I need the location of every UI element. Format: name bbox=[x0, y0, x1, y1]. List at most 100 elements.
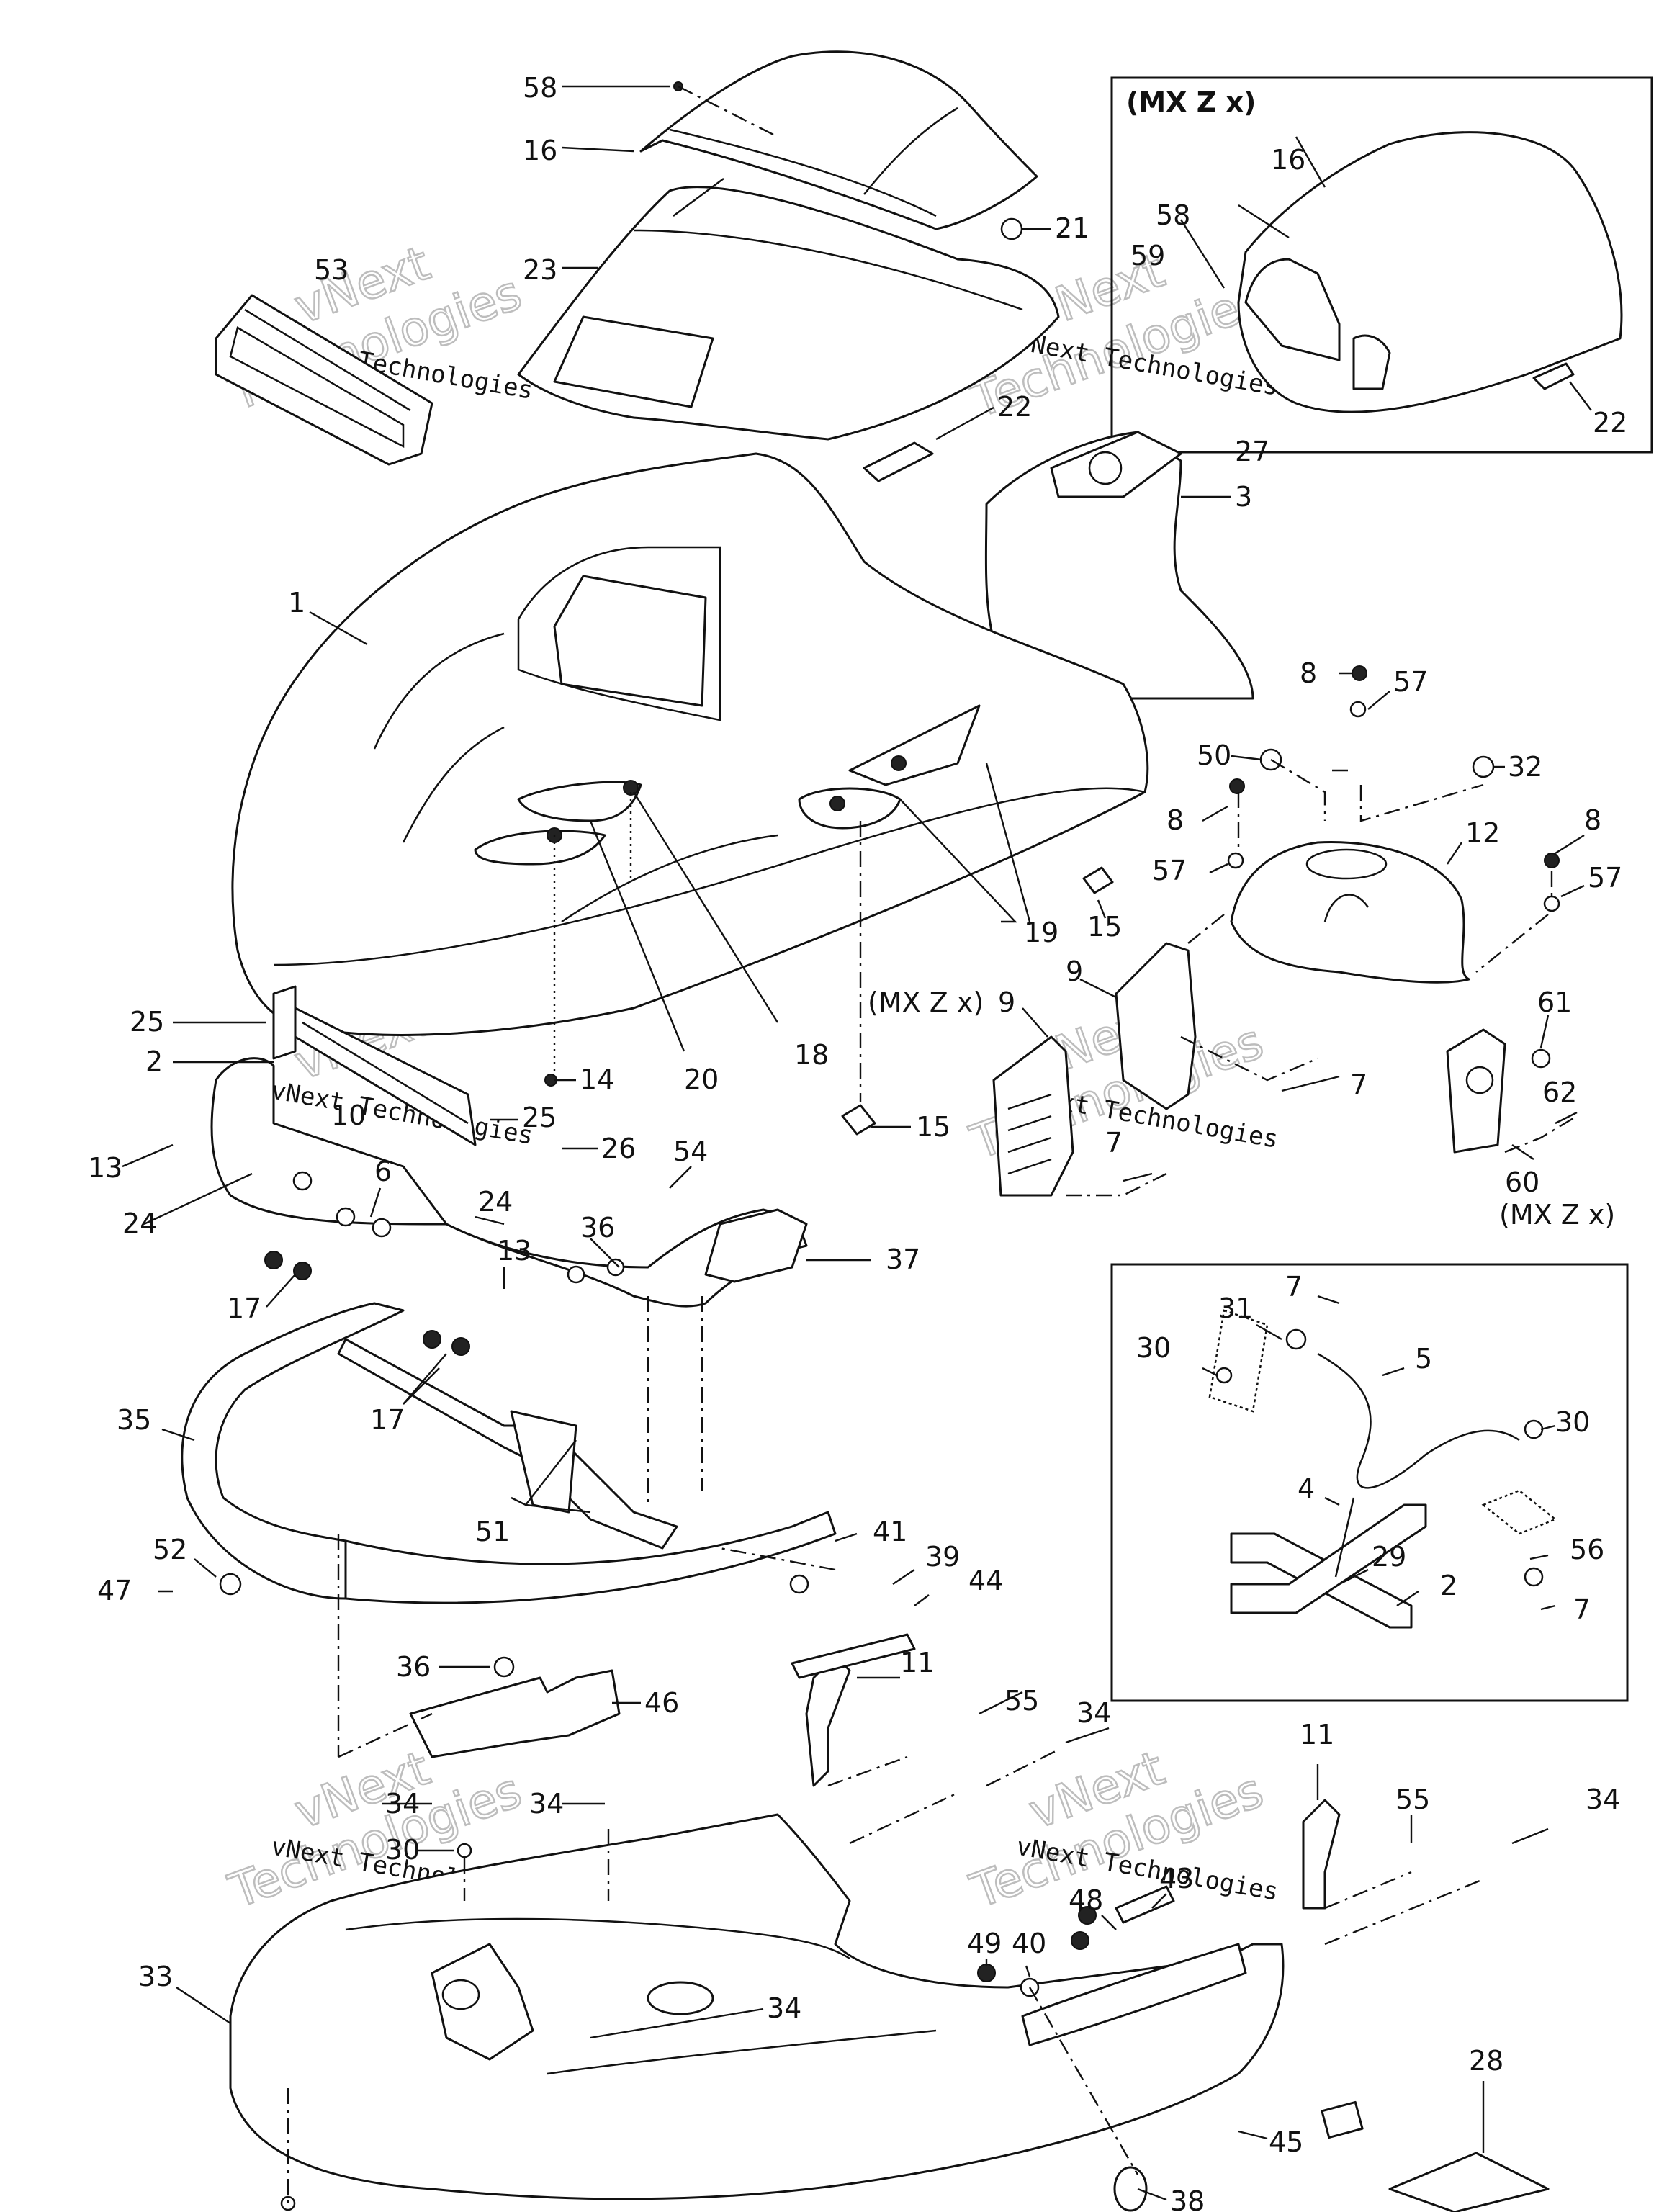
part-16-seat-cover bbox=[639, 50, 1038, 230]
part-21-grommet bbox=[1000, 217, 1023, 240]
part-4-spring bbox=[1334, 1497, 1355, 1578]
part-22-clip-inset bbox=[1532, 362, 1575, 390]
callout-56: 56 bbox=[1570, 1534, 1604, 1565]
callout-7: 7 bbox=[1105, 1127, 1123, 1159]
part-28-manual bbox=[1388, 2152, 1550, 2212]
callout-24: 24 bbox=[122, 1208, 157, 1239]
callout-37: 37 bbox=[886, 1244, 920, 1275]
callout-labels: 58 16 21 53 23 22 27 3 1 8 57 50 32 8 12… bbox=[88, 72, 1627, 2212]
callout-6: 6 bbox=[374, 1156, 392, 1187]
inset-title: (MX Z x) bbox=[1126, 86, 1256, 118]
callout-7: 7 bbox=[1350, 1069, 1367, 1101]
callout-53: 53 bbox=[314, 254, 349, 286]
callout-14: 14 bbox=[580, 1064, 614, 1095]
callout-30: 30 bbox=[1555, 1406, 1590, 1438]
part-33-belly-pan bbox=[229, 1813, 1285, 2200]
callout-38: 38 bbox=[1170, 2185, 1205, 2212]
callout-57: 57 bbox=[1588, 862, 1622, 894]
callout-62: 62 bbox=[1542, 1076, 1577, 1108]
callout-34: 34 bbox=[767, 1992, 801, 2024]
callout-34: 34 bbox=[385, 1788, 420, 1820]
callout-55: 55 bbox=[1004, 1685, 1039, 1717]
note-mxzx-60: (MX Z x) bbox=[1499, 1199, 1615, 1231]
callout-34: 34 bbox=[1076, 1697, 1111, 1729]
callout-52: 52 bbox=[153, 1534, 187, 1565]
part-11-handle bbox=[1302, 1799, 1341, 1910]
callout-25: 25 bbox=[130, 1006, 164, 1038]
callout-3: 3 bbox=[1235, 481, 1252, 513]
callout-57: 57 bbox=[1152, 855, 1187, 886]
part-2-bracket bbox=[272, 985, 297, 1060]
callout-21: 21 bbox=[1055, 212, 1089, 244]
callout-50: 50 bbox=[1197, 739, 1231, 771]
callout-25: 25 bbox=[522, 1102, 557, 1133]
callout-15: 15 bbox=[1087, 911, 1122, 943]
callout-55: 55 bbox=[1395, 1784, 1430, 1815]
callout-19: 19 bbox=[1024, 917, 1058, 948]
callout-18: 18 bbox=[794, 1039, 829, 1071]
callout-2: 2 bbox=[145, 1046, 163, 1077]
callout-24: 24 bbox=[478, 1186, 513, 1218]
part-43-bar bbox=[1115, 1885, 1175, 1924]
part-1-hood bbox=[231, 452, 1149, 1036]
callout-23: 23 bbox=[523, 254, 557, 286]
callout-28: 28 bbox=[1469, 2045, 1503, 2077]
callout-5: 5 bbox=[1415, 1343, 1432, 1375]
part-5-cable bbox=[1317, 1352, 1520, 1489]
callout-41: 41 bbox=[873, 1516, 907, 1547]
callout-11: 11 bbox=[900, 1647, 935, 1678]
part-60-side-panel bbox=[1446, 1028, 1506, 1154]
part-45-label bbox=[1321, 2100, 1364, 2139]
callout-57: 57 bbox=[1393, 666, 1428, 698]
callout-13: 13 bbox=[88, 1152, 122, 1184]
part-38-plug bbox=[1113, 2166, 1148, 2212]
callout-36: 36 bbox=[396, 1651, 431, 1683]
assembly-lines bbox=[287, 85, 1578, 2203]
callout-20: 20 bbox=[684, 1064, 719, 1095]
part-9-side-panel bbox=[992, 1035, 1074, 1197]
part-11-handle bbox=[805, 1655, 851, 1787]
part-46-bracket bbox=[409, 1669, 621, 1758]
callout-12: 12 bbox=[1465, 817, 1500, 849]
callout-44: 44 bbox=[968, 1565, 1003, 1596]
callout-7: 7 bbox=[1285, 1271, 1303, 1303]
part-15-clip bbox=[1082, 866, 1114, 894]
callout-1: 1 bbox=[288, 587, 305, 619]
callout-43: 43 bbox=[1159, 1863, 1194, 1894]
callout-22: 22 bbox=[1593, 407, 1627, 439]
callout-31: 31 bbox=[1218, 1292, 1253, 1324]
callout-15: 15 bbox=[916, 1111, 950, 1143]
callout-30: 30 bbox=[1136, 1332, 1171, 1364]
callout-60: 60 bbox=[1505, 1166, 1539, 1198]
callout-26: 26 bbox=[601, 1133, 636, 1164]
callout-8: 8 bbox=[1166, 804, 1184, 836]
callout-7: 7 bbox=[1573, 1593, 1591, 1625]
callout-11: 11 bbox=[1300, 1719, 1334, 1750]
callout-34: 34 bbox=[529, 1788, 564, 1820]
callout-2: 2 bbox=[1440, 1570, 1457, 1601]
callout-54: 54 bbox=[673, 1136, 708, 1167]
part-53-bezel bbox=[215, 294, 433, 466]
callout-36: 36 bbox=[580, 1212, 615, 1244]
part-35-bumper bbox=[181, 1302, 405, 1600]
note-mxzx-9: (MX Z x) bbox=[868, 986, 984, 1018]
callout-34: 34 bbox=[1586, 1784, 1620, 1815]
callout-22: 22 bbox=[997, 391, 1032, 423]
part-22-clip bbox=[863, 441, 934, 482]
callout-13: 13 bbox=[497, 1235, 531, 1267]
callout-40: 40 bbox=[1012, 1928, 1046, 1959]
inset-box-cable-assembly bbox=[1110, 1263, 1629, 1702]
callout-4: 4 bbox=[1298, 1473, 1315, 1504]
callout-51: 51 bbox=[475, 1516, 510, 1547]
leader-lines bbox=[122, 85, 1592, 2201]
callout-29: 29 bbox=[1372, 1541, 1406, 1573]
callout-17: 17 bbox=[370, 1404, 405, 1436]
callout-48: 48 bbox=[1069, 1884, 1103, 1916]
callout-16: 16 bbox=[1271, 144, 1305, 176]
callout-10: 10 bbox=[331, 1100, 366, 1131]
callout-35: 35 bbox=[117, 1404, 151, 1436]
callout-16: 16 bbox=[523, 135, 557, 166]
callout-61: 61 bbox=[1537, 986, 1572, 1018]
callout-59: 59 bbox=[1130, 240, 1165, 271]
